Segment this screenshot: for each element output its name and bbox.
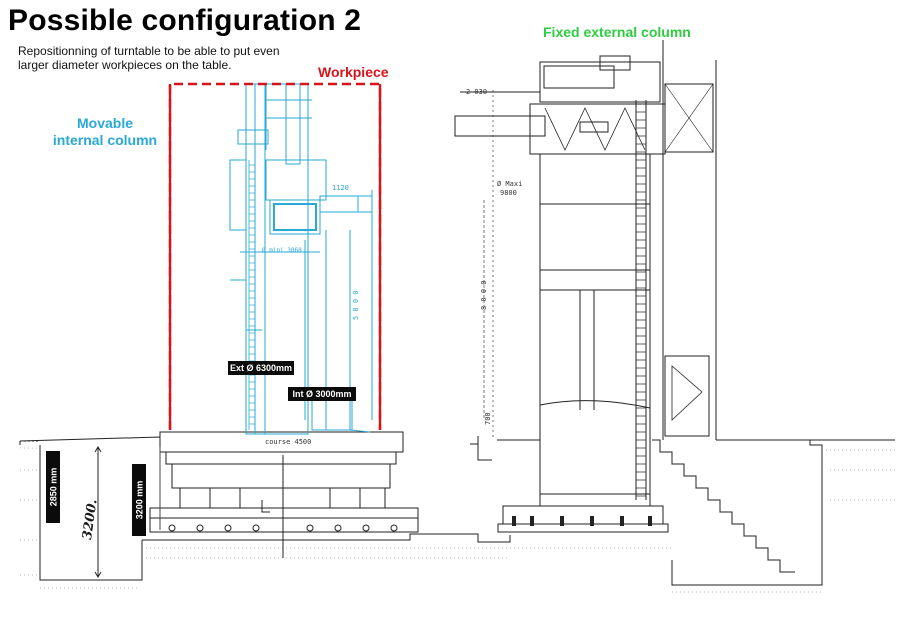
height-2850-badge: 2850 mm xyxy=(46,451,60,523)
dim-700: 700 xyxy=(484,412,492,425)
fixed-column-drawing xyxy=(454,40,895,593)
pit-floor xyxy=(142,533,511,543)
fixed-column-label: Fixed external column xyxy=(543,24,691,40)
height-3200-badge: 3200 mm xyxy=(132,464,146,536)
dim-course: course 4500 xyxy=(265,438,312,446)
ext-diameter-badge: Ext Ø 6300mm xyxy=(228,361,294,375)
dim-8000: 8 0 0 0 xyxy=(480,280,488,310)
movable-column-drawing xyxy=(229,83,373,435)
dim-mini: Ø mini 3068 xyxy=(262,247,302,254)
dim-1120: 1120 xyxy=(332,184,349,192)
slide-subtitle: Repositionning of turntable to be able t… xyxy=(18,44,280,72)
stairs xyxy=(652,439,795,573)
dim-5800: 5 8 0 0 xyxy=(352,290,360,320)
workpiece-outline xyxy=(168,82,382,430)
dim-maxi: Ø Maxi xyxy=(497,180,523,188)
slide-title: Possible configuration 2 xyxy=(8,4,362,37)
base-bolts xyxy=(512,516,652,526)
dim-2030: 2 030 xyxy=(466,88,488,96)
dim-9800: 9800 xyxy=(500,189,517,197)
left-pit xyxy=(39,445,143,581)
height-3200-text: 3200 mm xyxy=(134,480,144,520)
movable-ladder-rungs xyxy=(249,164,255,425)
int-diameter-badge: Int Ø 3000mm xyxy=(288,387,356,401)
left-ground-line xyxy=(19,436,161,445)
workpiece-label: Workpiece xyxy=(318,64,389,80)
movable-column-label: Movable internal column xyxy=(52,115,158,148)
height-2850-text: 2850 mm xyxy=(48,467,58,507)
